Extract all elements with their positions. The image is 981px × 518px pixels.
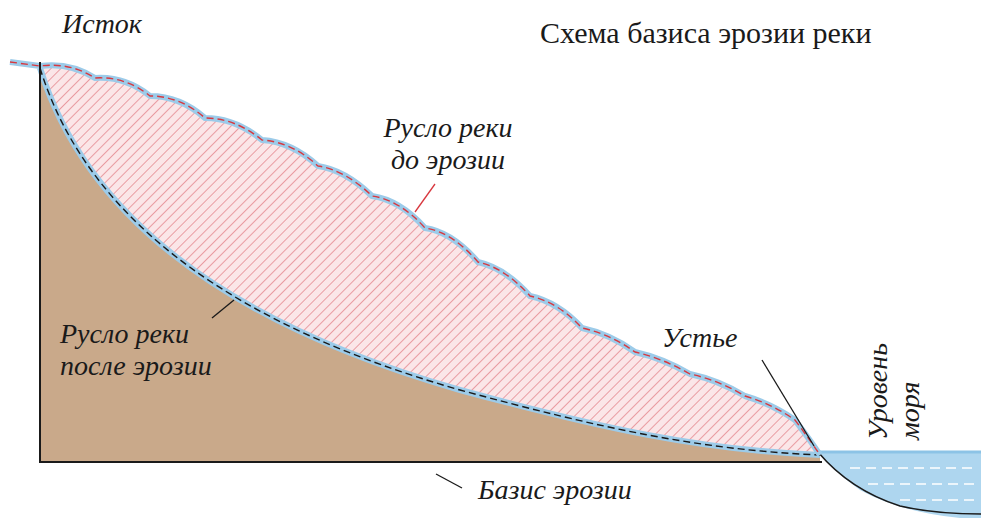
diagram-title: Схема базиса эрозии реки (540, 16, 871, 51)
erosion-base-label: Базис эрозии (478, 474, 632, 506)
riverbed-before-line (10, 62, 820, 455)
sea-level-label: Уровень моря (862, 300, 926, 440)
water-dashes (850, 468, 978, 500)
sea-bed (818, 452, 981, 514)
riverbed-after-band (40, 68, 820, 455)
leader-line (212, 300, 234, 318)
leader-line (762, 360, 814, 446)
source-label: Исток (62, 8, 142, 40)
sea-level-line (820, 451, 981, 454)
riverbed-after-label: Русло реки после эрозии (60, 318, 260, 382)
leader-line (436, 474, 462, 488)
leader-line (415, 184, 435, 212)
riverbed-before-label: Русло реки до эрозии (368, 112, 528, 176)
riverbed-after-line (40, 68, 820, 455)
mouth-label: Устье (662, 322, 737, 354)
riverbed-before-band (10, 62, 820, 455)
sea-water (820, 452, 981, 518)
erosion-base-line (39, 461, 822, 463)
vertical-axis (39, 62, 41, 463)
eroded-region (18, 62, 820, 455)
